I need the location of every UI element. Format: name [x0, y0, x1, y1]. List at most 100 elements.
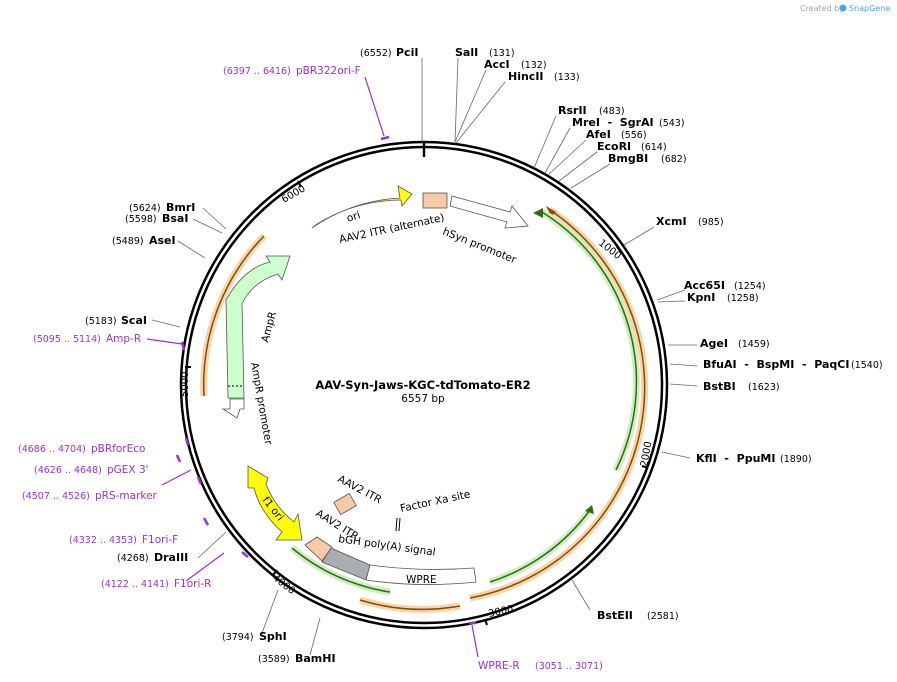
enzyme-pos-kpni: (1258)	[727, 293, 759, 304]
primer-name-amp-r: Amp-R	[106, 333, 141, 345]
enzyme-pos-bsai: (5598)	[125, 214, 157, 225]
wpre-label: WPRE	[406, 574, 437, 586]
credit-brand: SnapGene	[849, 4, 890, 13]
primer-pos-pbrforeco: (4686 .. 4704)	[18, 444, 86, 455]
orf-arc-right-head	[546, 206, 556, 216]
tick-marks	[185, 180, 649, 626]
tick-label-3000: 3000	[487, 604, 514, 620]
enzyme-name-sali: SalI	[455, 46, 478, 59]
enzyme-pos-scai: (5183)	[85, 316, 117, 327]
enzyme-pos-mrei-sgrai: (543)	[659, 118, 685, 129]
hsyn-promoter-arrow	[449, 195, 529, 229]
ampr-promoter-label: AmpR promoter	[248, 361, 274, 446]
primer-pos-prs-marker: (4507 .. 4526)	[22, 491, 90, 502]
primer-pos-f1ori-r: (4122 .. 4141)	[101, 579, 169, 590]
enzyme-pos-acci: (132)	[521, 60, 547, 71]
enzyme-name-asei: AseI	[149, 234, 176, 247]
enzyme-name-agei: AgeI	[700, 337, 728, 350]
primer-name-wpre-r: WPRE-R	[478, 660, 520, 672]
enzyme-name-pcii: PciI	[396, 46, 418, 59]
wpre-box	[365, 564, 477, 585]
orf-arc-green-bottom	[489, 509, 591, 583]
orf-arc-green-bottom-head	[585, 505, 594, 514]
enzyme-pos-agei: (1459)	[738, 339, 770, 350]
hsyn-promoter-label: hSyn promoter	[441, 226, 519, 267]
ampr-arrow	[225, 255, 291, 399]
orf-arc-left	[202, 235, 265, 397]
orf-arc-green-left	[291, 547, 391, 593]
primer-pos-wpre-r: (3051 .. 3071)	[535, 661, 603, 672]
primer-pos-amp-r: (5095 .. 5114)	[33, 334, 101, 345]
enzyme-pos-pcii: (6552)	[360, 48, 392, 59]
primer-name-pbrforeco: pBRforEco	[91, 443, 145, 455]
enzyme-name-bmri: BmrI	[166, 201, 195, 214]
primer-pos-f1ori-f: (4332 .. 4353)	[69, 535, 137, 546]
enzyme-name-sphi: SphI	[259, 630, 287, 643]
enzyme-pos-bmri: (5624)	[129, 203, 161, 214]
orf-arc-bottom	[359, 599, 461, 611]
ampr-promoter-arrow	[221, 398, 245, 419]
enzyme-name-bsai: BsaI	[162, 212, 188, 225]
enzyme-pos-rsrii: (483)	[599, 106, 625, 117]
enzyme-pos-hincii: (133)	[554, 72, 580, 83]
enzyme-pos-afei: (556)	[621, 130, 647, 141]
credit-prefix: Created by	[800, 4, 844, 13]
enzyme-name-bamhi: BamHI	[295, 652, 336, 665]
enzyme-pos-kfli-ppumi: (1890)	[780, 454, 812, 465]
orf-arc-right-halo	[469, 207, 649, 602]
ori-arrow	[311, 185, 413, 229]
ori-label: ori	[345, 209, 362, 225]
orf-arc-green-top-head	[533, 208, 543, 218]
itr-inner-box	[333, 492, 357, 516]
primer-pos-pbr322ori-f: (6397 .. 6416)	[223, 66, 291, 77]
primer-name-pgex-3: pGEX 3'	[107, 464, 149, 476]
enzyme-pos-bfuai-bspmi-paqci: (1540)	[851, 360, 883, 371]
enzyme-pos-xcmi: (985)	[698, 217, 724, 228]
tick-label-5000: 5000	[180, 372, 191, 397]
enzyme-name-hincii: HincII	[508, 70, 544, 83]
primer-labels: (6397 .. 6416) pBR322ori-F (5095 .. 5114…	[18, 65, 603, 672]
orf-arc-green-top-halo	[540, 209, 640, 472]
f1-ori-arrow	[247, 465, 303, 541]
enzyme-pos-bstbi: (1623)	[748, 382, 780, 393]
bgh-polya-label: bGH poly(A) signal	[338, 533, 437, 559]
tick-label-2000: 2000	[639, 441, 654, 468]
enzyme-pos-bmgbi: (682)	[661, 154, 687, 165]
itr-bottom-box	[304, 536, 333, 562]
snapgene-logo-icon	[839, 4, 847, 12]
enzyme-pos-sali: (131)	[489, 48, 515, 59]
enzyme-name-draiii: DraIII	[154, 551, 188, 564]
enzyme-name-bfuai-bspmi-paqci: BfuAI - BspMI - PaqCI	[703, 358, 849, 371]
primer-leader-lines	[146, 76, 479, 658]
primer-pos-pgex-3: (4626 .. 4648)	[34, 465, 102, 476]
primer-markers	[175, 135, 476, 625]
enzyme-pos-bamhi: (3589)	[258, 654, 290, 665]
enzyme-name-kfli-ppumi: KflI - PpuMI	[696, 452, 775, 465]
factor-xa-mark-2	[398, 517, 401, 532]
enzyme-pos-asei: (5489)	[112, 236, 144, 247]
primer-name-pbr322ori-f: pBR322ori-F	[296, 65, 361, 77]
enzyme-name-acci: AccI	[484, 58, 510, 71]
enzyme-name-ecori: EcoRI	[597, 140, 631, 153]
enzyme-pos-ecori: (614)	[641, 142, 667, 153]
enzyme-name-scai: ScaI	[121, 314, 147, 327]
enzyme-name-rsrii: RsrII	[558, 104, 587, 117]
orf-arc-right	[469, 209, 646, 599]
orf-arc-green-top	[541, 211, 638, 471]
plasmid-name: AAV-Syn-Jaws-KGC-tdTomato-ER2	[315, 378, 530, 392]
factor-xa-mark-1	[395, 517, 398, 532]
enzyme-pos-acc65i: (1254)	[734, 281, 766, 292]
enzyme-labels: (6552) PciI SalI (131) AccI (132) HincII…	[85, 46, 883, 665]
ampr-label: AmpR	[259, 310, 279, 343]
enzyme-name-afei: AfeI	[586, 128, 611, 141]
enzyme-name-kpni: KpnI	[687, 291, 715, 304]
plasmid-size: 6557 bp	[401, 393, 445, 405]
primer-name-f1ori-f: F1ori-F	[142, 534, 178, 546]
enzyme-name-bsteii: BstEII	[597, 609, 633, 622]
enzyme-pos-sphi: (3794)	[222, 632, 254, 643]
enzyme-name-acc65i: Acc65I	[684, 279, 725, 292]
enzyme-pos-bsteii: (2581)	[647, 611, 679, 622]
primer-name-f1ori-r: F1ori-R	[174, 578, 211, 590]
enzyme-name-bmgbi: BmgBI	[608, 152, 648, 165]
